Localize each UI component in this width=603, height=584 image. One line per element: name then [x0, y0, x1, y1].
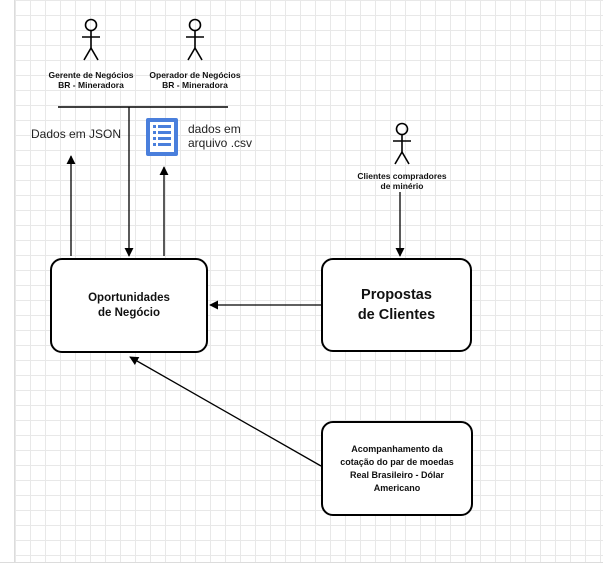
actor-operador-text: Operador de Negócios BR - Mineradora — [149, 70, 241, 90]
box-oportunidades-text: Oportunidades de Negócio — [88, 291, 170, 319]
edge-acompanhamento-to-oportunidades[interactable] — [129, 356, 322, 467]
json-label: Dados em JSON — [31, 127, 122, 141]
actor-operador-figure[interactable] — [186, 18, 204, 61]
document-list-icon[interactable] — [145, 117, 179, 157]
left-panel-edge — [0, 0, 15, 583]
actor-clientes-text: Clientes compradores de minério — [357, 171, 447, 191]
actor-operador-label: Operador de Negócios BR - Mineradora — [125, 70, 265, 90]
actor-clientes-figure[interactable] — [393, 122, 411, 165]
box-acompanhamento[interactable]: Acompanhamento da cotação do par de moed… — [321, 421, 473, 516]
box-acompanhamento-text: Acompanhamento da cotação do par de moed… — [340, 443, 454, 493]
box-propostas[interactable]: Propostas de Clientes — [321, 258, 472, 352]
csv-label: dados em arquivo .csv — [188, 122, 253, 150]
actor-gerente-label: Gerente de Negócios BR - Mineradora — [21, 70, 161, 90]
actor-gerente-text: Gerente de Negócios BR - Mineradora — [48, 70, 134, 90]
box-propostas-text: Propostas de Clientes — [357, 287, 436, 323]
actor-gerente-figure[interactable] — [82, 18, 100, 61]
bottom-panel-edge — [0, 562, 603, 584]
actor-clientes-label: Clientes compradores de minério — [332, 171, 472, 191]
box-oportunidades[interactable]: Oportunidades de Negócio — [50, 258, 208, 353]
